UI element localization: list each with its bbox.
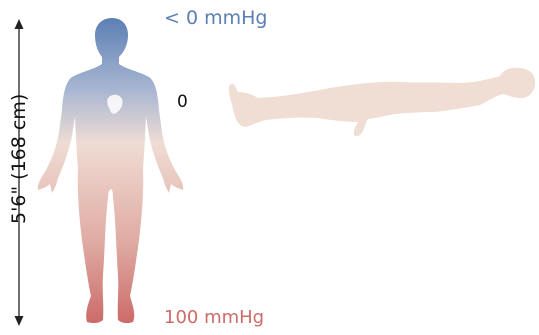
supine-person-icon [229,68,535,136]
standing-person-icon [38,18,183,323]
height-label: 5'6" (168 cm) [10,94,29,224]
bottom-pressure-label: 100 mmHg [164,309,264,327]
reference-pressure-label: 0 [177,94,188,111]
top-pressure-label: < 0 mmHg [164,9,267,28]
